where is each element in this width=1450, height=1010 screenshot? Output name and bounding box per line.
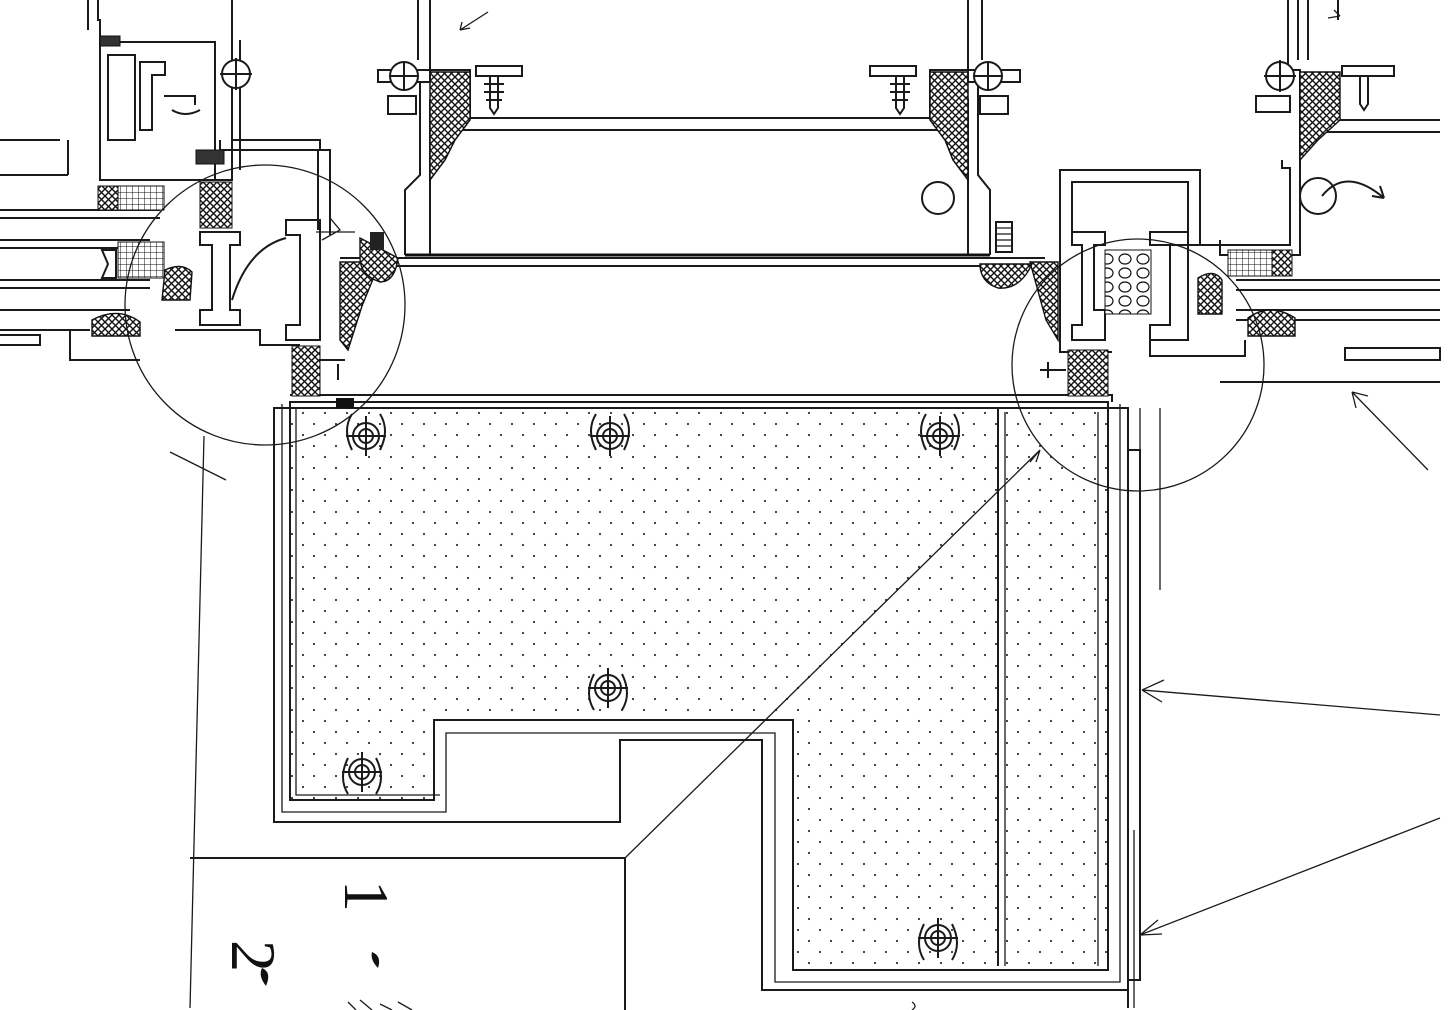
callout-number-2: 2 xyxy=(218,940,289,972)
cladding-sheets xyxy=(1127,449,1141,1008)
mullion-head xyxy=(340,0,1045,267)
screw-fasteners xyxy=(342,413,960,961)
left-window-frame xyxy=(0,0,399,408)
detail-circle-left xyxy=(124,164,406,446)
callout-box: 2 1 xyxy=(190,857,626,1010)
callout-number-1: 1 xyxy=(331,880,402,912)
leader-lines xyxy=(169,391,1441,1010)
insulated-core-panel xyxy=(273,394,1129,991)
right-window-frame xyxy=(979,0,1441,590)
detail-circle-right xyxy=(1011,238,1265,492)
